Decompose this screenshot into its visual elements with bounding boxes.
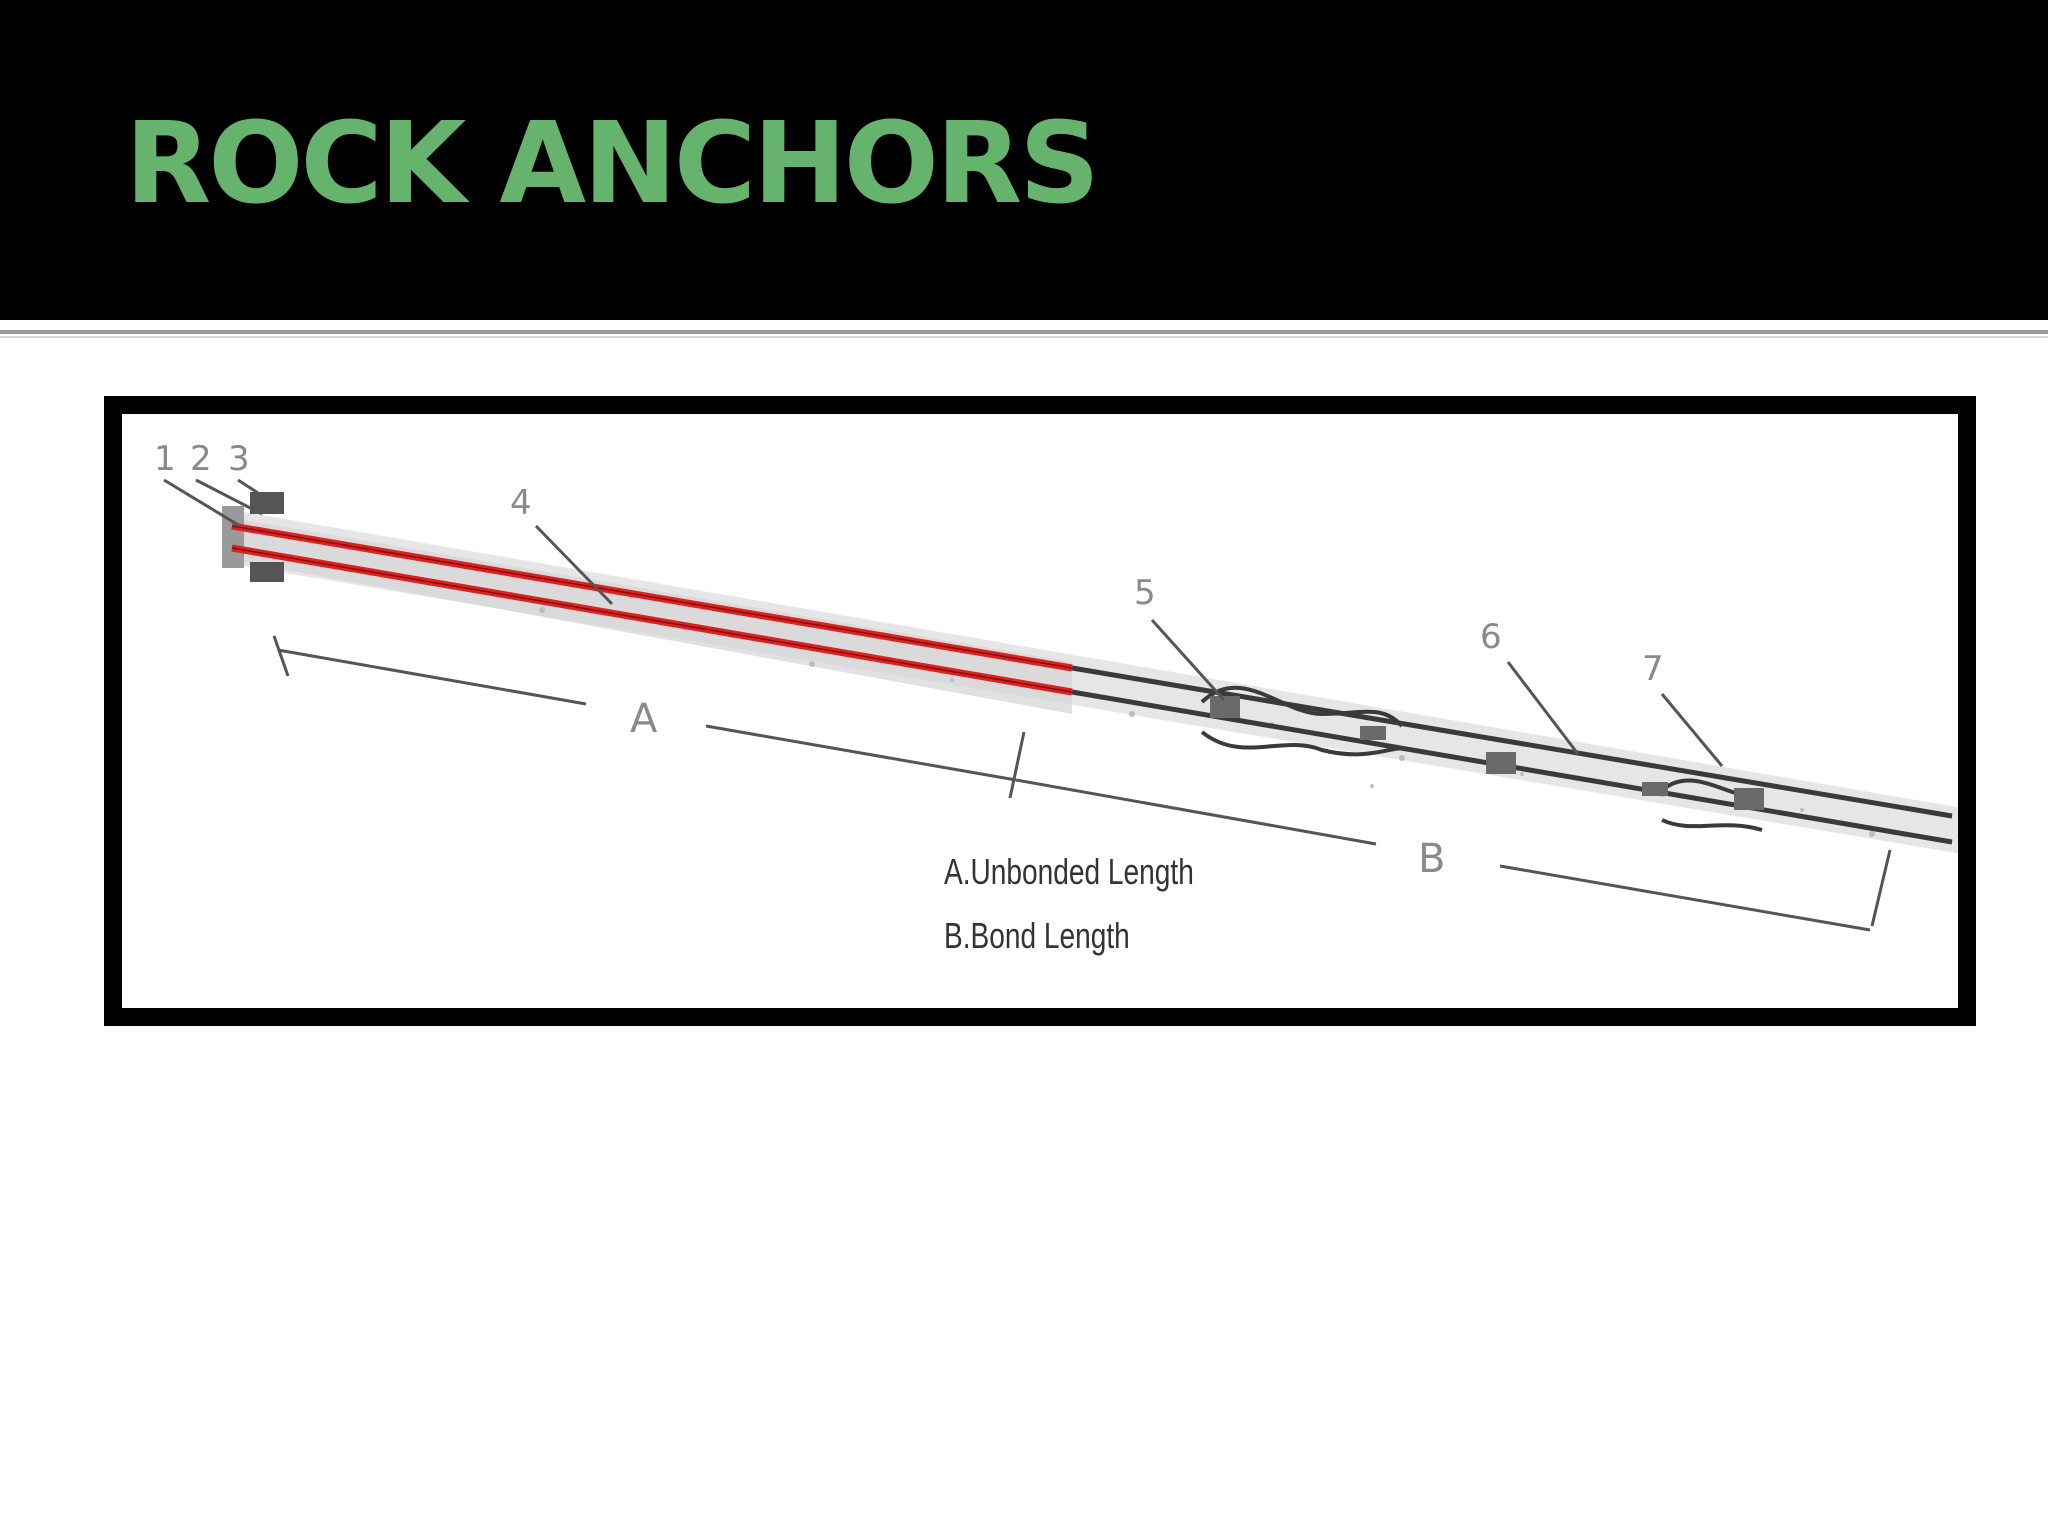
title-divider [0,330,2048,334]
title-divider-shadow [0,336,2048,338]
spacer-5 [1210,696,1240,718]
bearing-plate [222,506,244,568]
slide-title: ROCK ANCHORS [125,99,1100,229]
anchor-nut-top [250,492,284,514]
dimension-label-a: A [630,696,658,742]
label-3: 3 [228,439,250,479]
rock-anchor-diagram: 1 2 3 4 5 6 7 A B [154,439,1958,932]
tendon-node-lower [1200,730,1403,757]
grout-column [232,510,1958,854]
label-7: 7 [1642,649,1664,689]
dimension-lines [272,635,1892,932]
legend-bond-length: B.Bond Length [944,915,1130,956]
label-5: 5 [1134,573,1156,613]
label-6: 6 [1480,617,1502,657]
spacer-6 [1486,752,1516,774]
label-2: 2 [190,439,212,479]
legend-unbonded-length: A.Unbonded Length [944,851,1194,892]
tendon-bond-upper [1071,665,1953,819]
anchor-diagram-frame: 1 2 3 4 5 6 7 A B [104,396,1976,1026]
spacer-7 [1734,788,1764,810]
dimension-label-b: B [1418,836,1445,882]
label-4: 4 [510,483,532,523]
tendon-node-upper [1200,685,1404,728]
anchor-nut-bottom [250,562,284,582]
label-1: 1 [154,439,176,479]
leader-lines [163,478,1724,767]
title-bar: ROCK ANCHORS [0,0,2048,320]
diagram-legend: A.Unbonded Length B.Bond Length [944,840,1194,968]
sheathing [232,518,1072,714]
